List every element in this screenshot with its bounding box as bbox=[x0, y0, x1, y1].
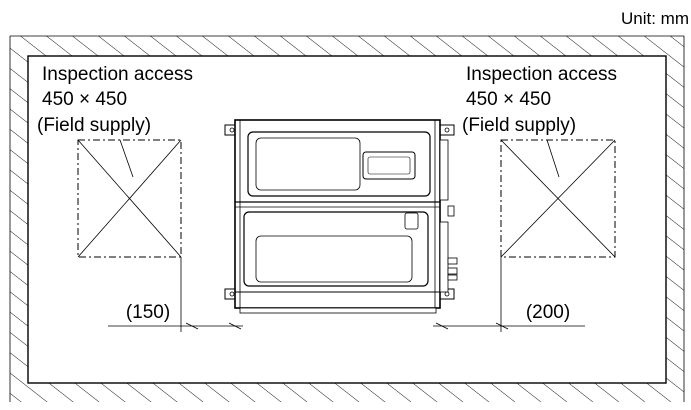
bottom-rail bbox=[239, 307, 437, 314]
left-access-opening bbox=[77, 139, 182, 258]
lower-panel-inset bbox=[255, 235, 413, 283]
dim-left-tick-b bbox=[228, 322, 242, 330]
dim-right-tick-a bbox=[435, 322, 449, 330]
dim-right-label: (200) bbox=[526, 302, 570, 323]
dim-left-label: (150) bbox=[126, 302, 170, 323]
electrical-box-cover-inner bbox=[367, 156, 411, 175]
piping-block bbox=[439, 221, 449, 293]
left-inspection-access: Inspection access 450 × 450 (Field suppl… bbox=[37, 64, 193, 258]
right-access-note: (Field supply) bbox=[462, 115, 576, 136]
left-access-note: (Field supply) bbox=[37, 115, 151, 136]
left-access-diagonal-b bbox=[77, 139, 182, 258]
left-access-size: 450 × 450 bbox=[42, 89, 127, 110]
right-inspection-access: Inspection access 450 × 450 (Field suppl… bbox=[462, 64, 617, 258]
bracket-hole bbox=[229, 291, 235, 297]
upper-panel-inset bbox=[255, 137, 361, 191]
left-access-title: Inspection access bbox=[42, 64, 193, 85]
indoor-unit bbox=[224, 119, 458, 314]
bracket-hole bbox=[444, 127, 450, 133]
piping-block bbox=[439, 139, 449, 201]
dim-right-tick-b bbox=[495, 322, 509, 330]
bracket-hole bbox=[229, 127, 235, 133]
drain-stub bbox=[447, 205, 455, 217]
right-access-leader bbox=[546, 139, 560, 178]
dimension-right: (200) bbox=[433, 257, 585, 332]
right-access-diagonal-b bbox=[500, 139, 616, 258]
pipe-fitting bbox=[447, 257, 458, 265]
left-access-leader bbox=[119, 139, 134, 178]
pipe-fitting bbox=[447, 267, 458, 275]
pipe-fitting bbox=[447, 274, 458, 281]
right-access-opening bbox=[500, 139, 616, 258]
right-access-size: 450 × 450 bbox=[466, 89, 551, 110]
grille-tab bbox=[404, 212, 419, 230]
dim-left-tick-a bbox=[185, 322, 199, 330]
unit-label: Unit: mm bbox=[621, 9, 689, 28]
right-access-title: Inspection access bbox=[466, 64, 617, 85]
dimension-left: (150) bbox=[108, 257, 243, 332]
bracket-hole bbox=[444, 291, 450, 297]
